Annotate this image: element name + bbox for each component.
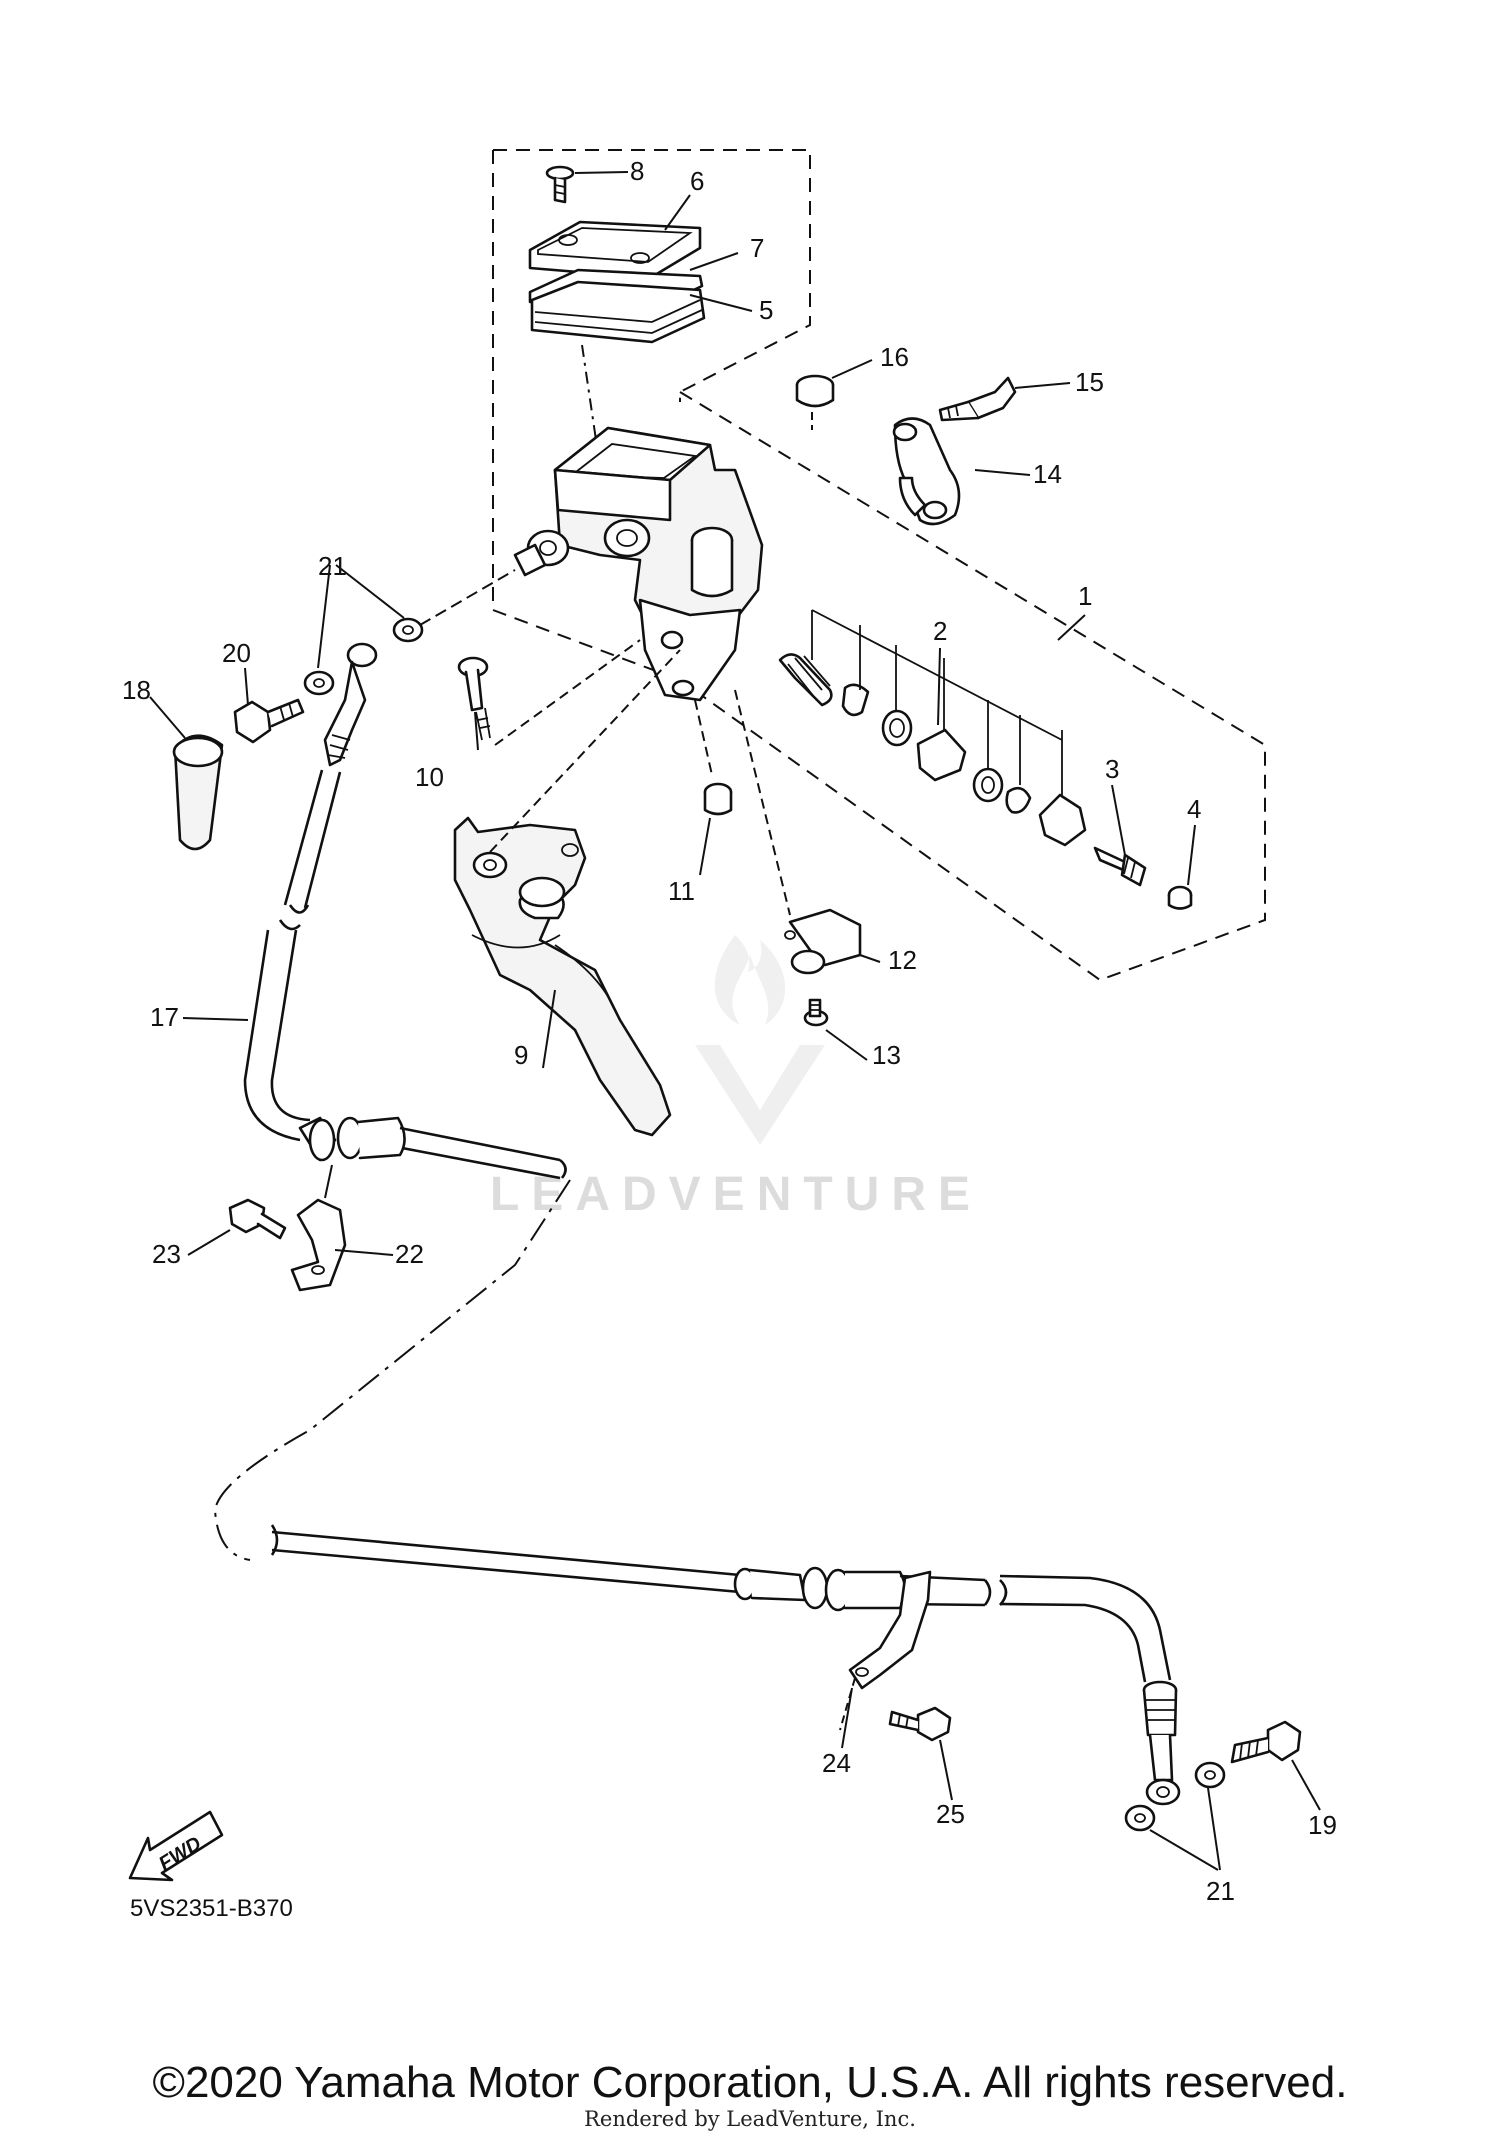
- callout-leaders: [149, 171, 1321, 1871]
- lower-hose-bracket: [839, 1570, 932, 1731]
- callout-17: 17: [150, 1002, 179, 1032]
- callout-24: 24: [822, 1748, 851, 1778]
- hose-route: [213, 1179, 571, 1561]
- callout-9: 9: [514, 1040, 528, 1070]
- fwd-arrow-icon: FWD: [128, 1810, 224, 1882]
- callout-14: 14: [1033, 459, 1062, 489]
- reservoir-cap: [528, 220, 702, 280]
- callout-4: 4: [1187, 794, 1201, 824]
- bracket-bolt-lower: [888, 1706, 952, 1742]
- upper-union-bolt: [233, 698, 305, 744]
- master-cylinder-kit-outline: [679, 391, 1266, 982]
- clutch-hose: [243, 769, 567, 1180]
- callout-18: 18: [122, 675, 151, 705]
- callout-20: 20: [222, 638, 251, 668]
- dust-boot: [1167, 885, 1193, 910]
- callout-1: 1: [1078, 581, 1092, 611]
- lever-pivot-bolt: [457, 656, 491, 741]
- upper-copper-washers: [303, 617, 424, 696]
- callout-3: 3: [1105, 754, 1119, 784]
- switch-screw: [803, 998, 829, 1027]
- callout-8: 8: [630, 156, 644, 186]
- callout-21-upper: 21: [318, 551, 347, 581]
- callout-13: 13: [872, 1040, 901, 1070]
- reservoir-kit-outline: [492, 149, 811, 681]
- callout-10: 10: [415, 762, 444, 792]
- callout-25: 25: [936, 1799, 965, 1829]
- callout-11: 11: [668, 876, 695, 906]
- watermark-logo: [695, 935, 825, 1145]
- callout-12: 12: [888, 945, 917, 975]
- callout-2: 2: [933, 616, 947, 646]
- reservoir-diaphragm: [530, 280, 706, 344]
- watermark-text: LEADVENTURE: [490, 1168, 982, 1221]
- callout-5: 5: [759, 295, 773, 325]
- rendered-by-credit: Rendered by LeadVenture, Inc.: [584, 2107, 916, 2131]
- upper-hose-bracket: [290, 1164, 347, 1292]
- reservoir-screw: [545, 165, 575, 204]
- callout-16: 16: [880, 342, 909, 372]
- holder-bolt: [938, 376, 1017, 422]
- diagram-code: 5VS2351-B370: [130, 1895, 293, 1922]
- piston-kit: [778, 609, 1087, 847]
- lower-copper-washers: [1124, 1761, 1226, 1832]
- upper-hose-fitting: [323, 642, 378, 767]
- handlebar-holder: [892, 417, 961, 526]
- lever-nut: [703, 782, 733, 816]
- callout-6: 6: [690, 166, 704, 196]
- callout-23: 23: [152, 1239, 181, 1269]
- callout-19: 19: [1308, 1810, 1337, 1840]
- rubber-cap: [795, 374, 835, 408]
- bracket-bolt-upper: [228, 1198, 287, 1240]
- master-cylinder-body: [513, 426, 764, 702]
- lower-hose-segment: [270, 1524, 1181, 1806]
- push-rod: [1093, 846, 1147, 887]
- callout-15: 15: [1075, 367, 1104, 397]
- clutch-switch: [784, 908, 862, 975]
- clutch-lever: [453, 816, 672, 1137]
- callout-21-lower: 21: [1206, 1876, 1235, 1906]
- copyright-notice: ©2020 Yamaha Motor Corporation, U.S.A. A…: [152, 2058, 1348, 2107]
- rubber-boot-cover: [172, 734, 224, 851]
- callout-22: 22: [395, 1239, 424, 1269]
- lower-union-bolt: [1230, 1720, 1302, 1764]
- callout-7: 7: [750, 233, 764, 263]
